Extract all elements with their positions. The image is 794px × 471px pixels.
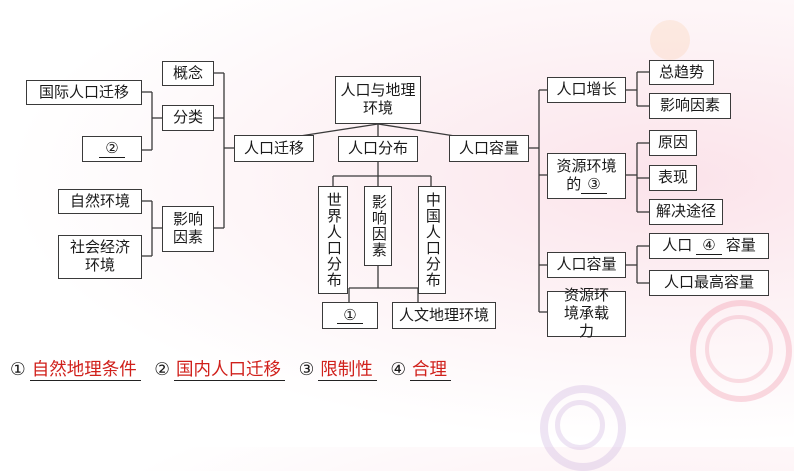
distribution-factors-label: 影响因素: [369, 194, 388, 258]
answer-text: 合理: [410, 360, 452, 381]
natural-environment-node: 自然环境: [58, 189, 142, 214]
world-distribution-label: 世界人口分布: [324, 192, 343, 288]
answer-number: ④: [390, 360, 407, 380]
blank-3: ③: [581, 176, 607, 194]
china-distribution-node: 中国人口分布: [418, 186, 446, 294]
reason-node: 原因: [649, 130, 697, 156]
international-migration-node: 国际人口迁移: [26, 80, 142, 105]
reasonable-capacity-suffix: 容量: [725, 236, 756, 255]
socioeconomic-environment-node: 社会经济环境: [58, 235, 142, 279]
distribution-node: 人口分布: [338, 136, 418, 162]
capacity-sub-node: 人口容量: [547, 252, 626, 278]
migration-factors-node: 影响因素: [162, 206, 214, 252]
max-capacity-node: 人口最高容量: [649, 270, 769, 296]
reasonable-capacity-prefix: 人口: [662, 236, 693, 255]
growth-factors-node: 影响因素: [649, 93, 731, 119]
solution-node: 解决途径: [649, 199, 723, 225]
capacity-node: 人口容量: [449, 135, 529, 162]
center-node: 人口与地理环境: [335, 76, 421, 124]
migration-node: 人口迁移: [234, 135, 314, 162]
connector-lines: [142, 71, 649, 313]
types-node: 分类: [162, 105, 214, 131]
answer-number: ①: [10, 360, 26, 380]
china-distribution-label: 中国人口分布: [423, 192, 442, 288]
world-distribution-node: 世界人口分布: [318, 186, 348, 294]
trend-node: 总趋势: [649, 60, 714, 85]
reasonable-capacity-node: 人口 ④ 容量: [649, 233, 769, 259]
blank-2: ②: [99, 140, 125, 158]
resource-limit-prefix: 资源环境的: [556, 157, 617, 193]
carrying-capacity-node: 资源环境承载力: [547, 287, 626, 340]
blank-1-node: ①: [322, 302, 378, 329]
manifestation-node: 表现: [649, 165, 697, 191]
distribution-factors-node: 影响因素: [364, 186, 392, 266]
growth-node: 人口增长: [547, 77, 626, 103]
blank-4: ④: [696, 237, 722, 255]
blank-1: ①: [337, 307, 363, 325]
concept-node: 概念: [162, 61, 214, 86]
answer-number: ②: [154, 360, 170, 380]
answer-text: 自然地理条件: [29, 360, 141, 381]
answer-number: ③: [298, 360, 315, 380]
blank-2-node: ②: [82, 136, 142, 162]
answer-text: 国内人口迁移: [173, 360, 285, 381]
human-geography-node: 人文地理环境: [392, 302, 496, 329]
answer-text: 限制性: [318, 360, 377, 381]
